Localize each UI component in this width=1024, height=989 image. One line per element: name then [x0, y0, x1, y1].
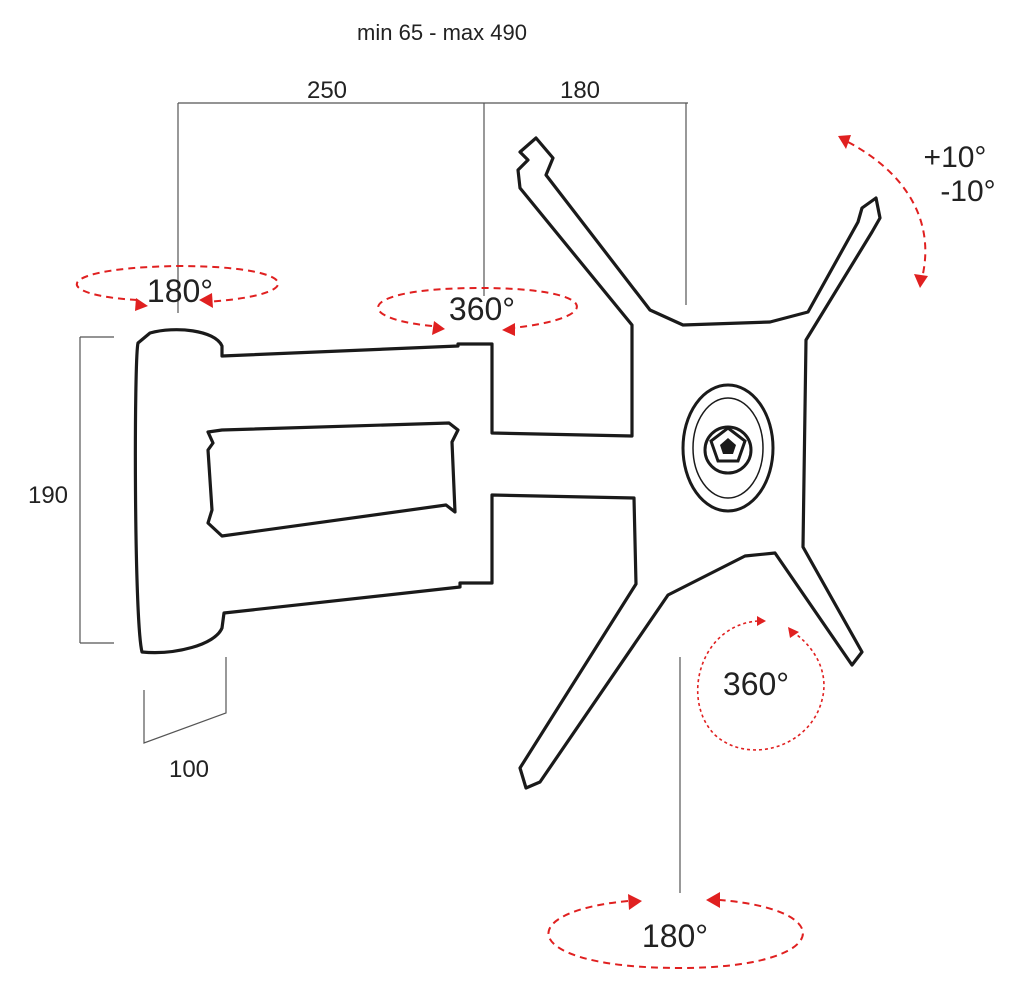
arm-length-label: 250: [307, 77, 347, 104]
tilt-down-label: -10°: [940, 175, 995, 208]
wall-swivel-label: 180°: [147, 273, 213, 309]
vesa-center-hub: [681, 383, 775, 513]
wall-plate-height-label: 190: [28, 482, 68, 509]
height-dimension-lines: [79, 336, 114, 644]
plate-rotation-label: 360°: [723, 666, 789, 702]
bottom-swivel-label: 180°: [642, 918, 708, 954]
wall-plate: [133, 136, 882, 790]
wall-swivel-arrow: [75, 264, 280, 311]
top-dimension-lines: [177, 102, 688, 313]
plate-rotation-arrow: [696, 616, 825, 751]
tilt-up-label: +10°: [924, 141, 987, 174]
arm-swivel-label: 360°: [449, 291, 515, 327]
tilt-arrow: [838, 135, 928, 288]
arm-swivel-arrow: [377, 286, 578, 336]
wall-plate-depth-label: 100: [169, 756, 209, 783]
bottom-swivel-arrow: [547, 892, 804, 970]
range-label: min 65 - max 490: [357, 20, 527, 45]
plate-offset-label: 180: [560, 77, 600, 104]
depth-dimension-lines: [143, 657, 227, 744]
